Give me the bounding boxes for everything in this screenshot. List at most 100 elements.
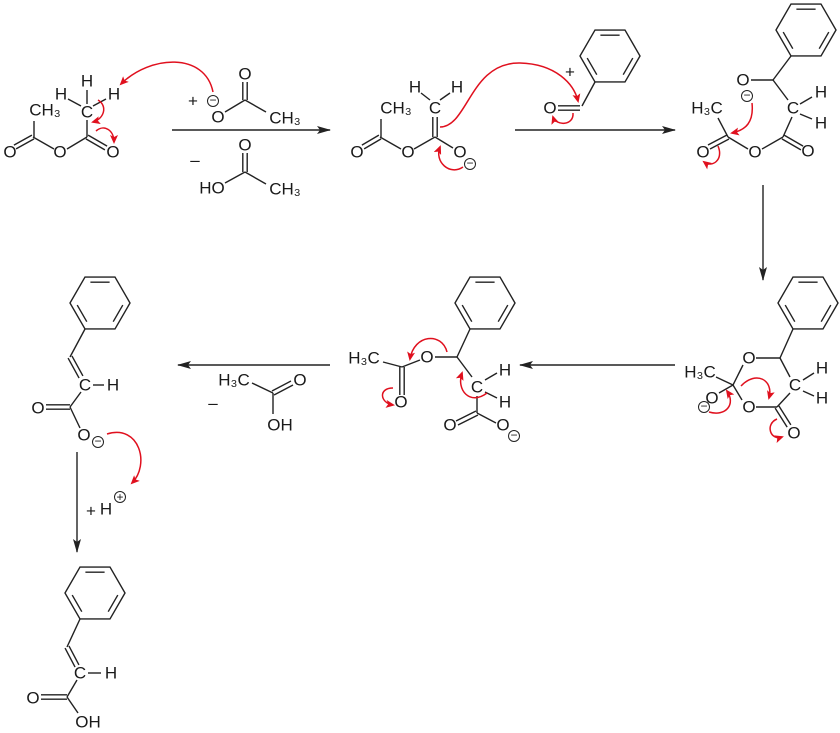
bonds — [382, 328, 498, 426]
single-bond — [66, 136, 88, 150]
oxygen-label: O — [77, 426, 90, 445]
aromatic-inner-bond — [622, 57, 634, 76]
single-bond — [32, 136, 55, 150]
carbon-label: C — [471, 378, 483, 397]
single-bond — [476, 412, 497, 424]
carbon-label: C — [787, 99, 799, 118]
single-bond — [779, 357, 791, 378]
h3c-label: H₃C — [348, 349, 379, 368]
aromatic-inner-bond — [497, 304, 509, 323]
aromatic-inner-bond — [818, 31, 830, 50]
double-bond — [273, 384, 294, 396]
carboxylate-intermediate: H₃C O O C H H O O − — [348, 276, 520, 442]
electron-arrow — [439, 62, 581, 128]
carbon-label: C — [429, 99, 441, 118]
single-bond — [439, 92, 451, 101]
carbon-label: C — [74, 664, 86, 683]
hydrogen-label: H — [816, 359, 828, 378]
ch3-label: CH₃ — [269, 180, 300, 199]
single-bond — [776, 392, 791, 408]
single-bond — [782, 116, 793, 138]
oxygen-label: O — [420, 348, 433, 367]
electron-arrow — [95, 127, 118, 144]
oxygen-label: O — [742, 349, 755, 368]
hydrogen-label: H — [409, 78, 421, 97]
oxygen-label: O — [736, 71, 749, 90]
hydrogen-label: H — [816, 389, 828, 408]
single-bond — [802, 390, 815, 397]
single-bond — [717, 117, 729, 138]
oxygen-label: O — [748, 143, 761, 162]
single-bond — [727, 136, 749, 150]
benzaldehyde: + O — [543, 29, 641, 125]
ring-outline — [454, 276, 516, 330]
single-bond — [382, 361, 403, 368]
single-bond — [799, 113, 813, 120]
alkoxide-adduct: H₃C O O O O C H H − — [691, 3, 837, 170]
svg-text:+: + — [116, 490, 123, 504]
negative-charge-icon: − — [92, 434, 104, 448]
carbon-label: C — [79, 376, 91, 395]
double-bond — [783, 134, 804, 147]
plus-sign: + — [86, 502, 96, 521]
double-bond — [707, 134, 728, 146]
proton-reagent: + H + — [86, 490, 126, 521]
electron-arrow — [740, 377, 775, 400]
benzene-ring — [454, 276, 516, 330]
hydrogen-label: H — [55, 85, 67, 104]
single-bond — [251, 382, 274, 394]
aromatic-inner-bond — [784, 304, 796, 323]
oxygen-label: O — [26, 689, 39, 708]
bonds — [715, 328, 815, 428]
negative-charge-icon: − — [207, 93, 219, 107]
cinnamate: C H O O − — [31, 276, 142, 485]
hydroxyl-label: OH — [75, 713, 101, 732]
hydrogen-label: H — [499, 393, 511, 412]
oxygen-label: O — [801, 142, 814, 161]
bonds — [558, 81, 596, 111]
hydrogen-label: H — [815, 114, 827, 133]
hydrogen-label: H — [451, 78, 463, 97]
single-bond — [67, 98, 82, 107]
hydrogen-label: H — [499, 361, 511, 380]
single-bond — [244, 99, 267, 113]
single-bond — [581, 81, 596, 107]
electron-arrow — [769, 418, 784, 444]
oxygen-label: O — [443, 416, 456, 435]
bonds — [13, 90, 108, 151]
benzene-ring — [69, 276, 131, 330]
double-bond — [64, 647, 76, 668]
single-bond — [715, 376, 734, 386]
single-bond — [92, 98, 107, 107]
aromatic-inner-bond — [71, 594, 83, 613]
electron-arrow — [106, 431, 142, 485]
double-bond — [87, 134, 108, 147]
double-bond — [457, 414, 479, 426]
acetate-reagent: + − O O CH₃ — [188, 65, 301, 128]
single-bond — [379, 136, 402, 150]
bonds — [361, 92, 454, 150]
hydrogen-label: H — [105, 664, 117, 683]
bonds — [46, 328, 104, 429]
hydrogen-label: H — [815, 83, 827, 102]
oxygen-label: O — [543, 99, 556, 118]
acetic-anhydride: CH₃ O O O C H H H — [3, 61, 214, 162]
svg-text:−: − — [94, 434, 101, 448]
double-bond — [781, 138, 802, 151]
single-bond — [69, 328, 86, 358]
cinnamic-acid: C H O OH — [26, 566, 126, 732]
single-bond — [224, 99, 246, 113]
negative-charge-icon: − — [741, 88, 753, 102]
hydroxyl-label: OH — [267, 416, 293, 435]
oxygen-label: O — [211, 108, 224, 127]
svg-text:−: − — [510, 428, 517, 442]
electron-arrow — [433, 145, 464, 171]
double-bond — [68, 645, 80, 666]
benzene-ring — [775, 3, 837, 57]
negative-charge-icon: − — [698, 399, 710, 413]
electron-arrow — [702, 145, 721, 170]
electron-arrow — [551, 112, 574, 125]
single-bond — [413, 136, 436, 150]
single-bond — [66, 679, 78, 698]
ring-outline — [777, 276, 839, 330]
